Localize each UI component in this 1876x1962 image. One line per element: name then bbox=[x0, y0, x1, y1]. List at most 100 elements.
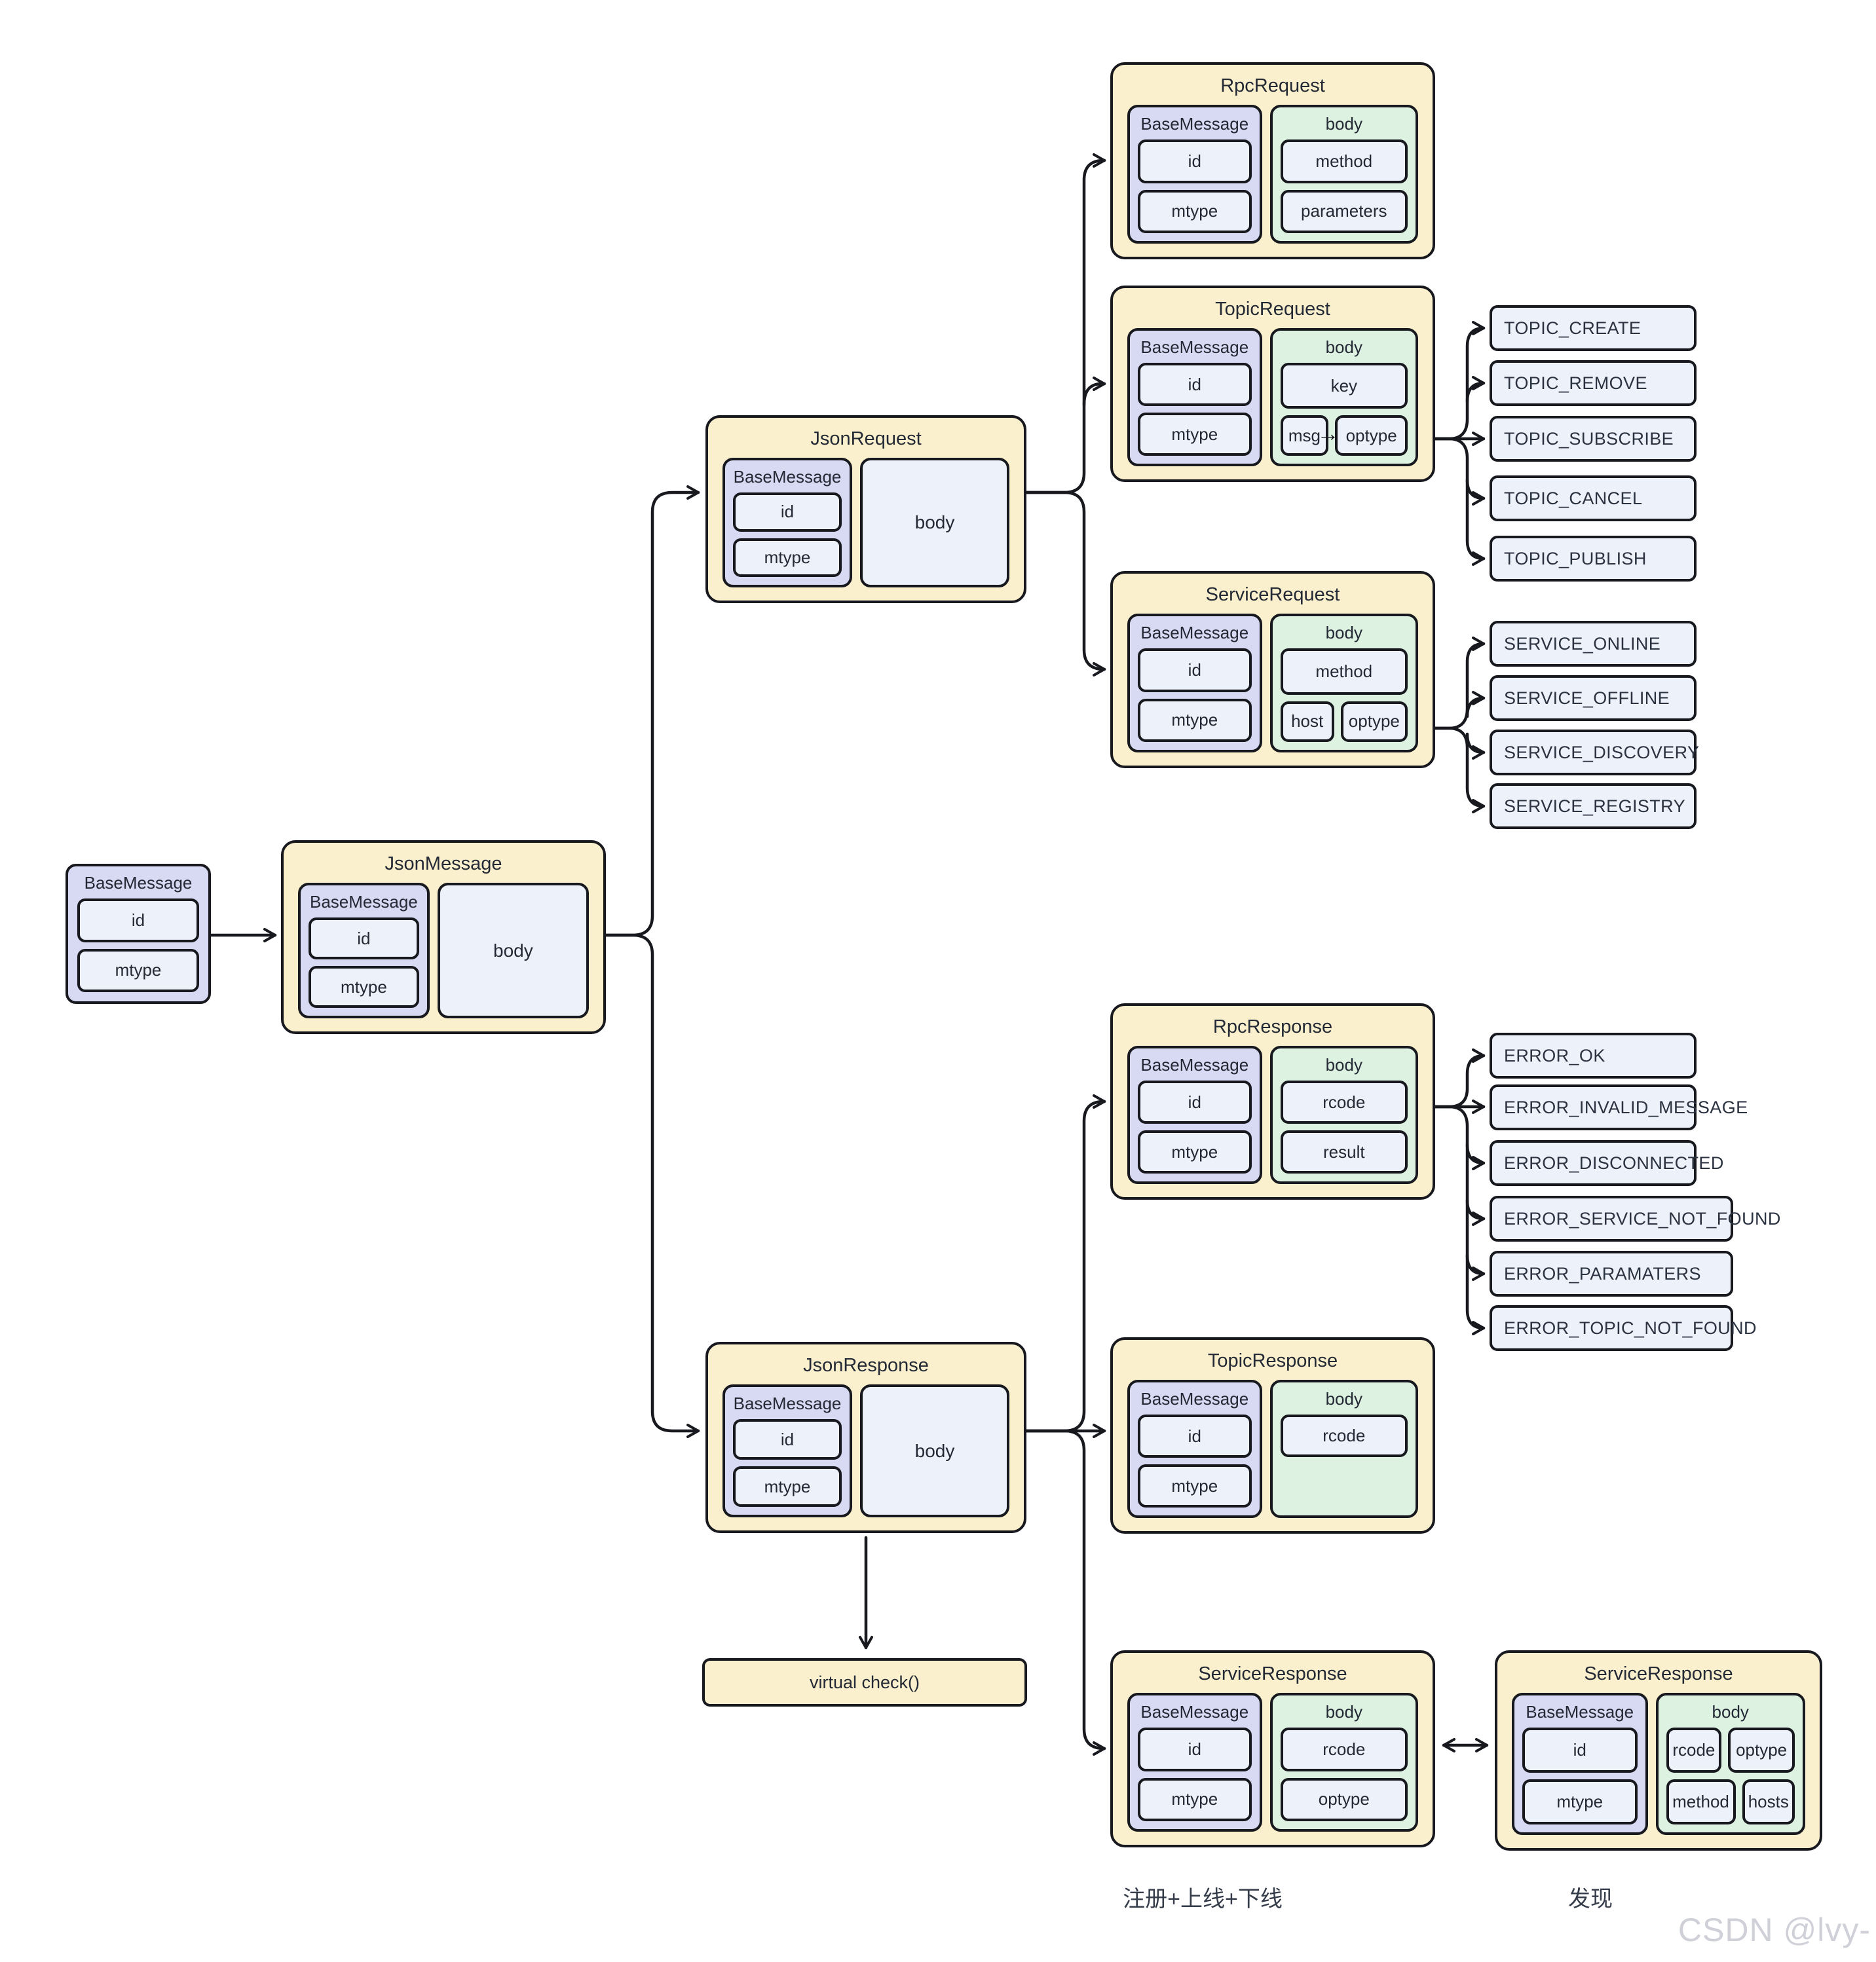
json-request-card: JsonRequest BaseMessage id mtype body bbox=[705, 415, 1026, 603]
connector-jsonmessage-to-jsonrequest bbox=[604, 485, 700, 937]
json-message-card: JsonMessage BaseMessage id mtype body bbox=[281, 840, 606, 1034]
field-mtype: mtype bbox=[1138, 1130, 1252, 1174]
body-subcard: body rcode bbox=[1269, 1380, 1418, 1518]
field-method: method bbox=[1280, 648, 1408, 695]
field-method: method bbox=[1280, 139, 1408, 183]
subcard-title: body bbox=[1325, 623, 1362, 642]
field-mtype: mtype bbox=[1138, 1464, 1252, 1508]
field-optype: optype bbox=[1728, 1728, 1795, 1773]
discover-label: 发现 bbox=[1568, 1887, 1613, 1912]
card-title: BaseMessage bbox=[84, 873, 193, 893]
enum-topic-subscribe: TOPIC_SUBSCRIBE bbox=[1490, 416, 1697, 462]
rpc-request-card: RpcRequest BaseMessage id mtype body met… bbox=[1110, 62, 1435, 259]
connector-jsonmessage-to-jsonresponse bbox=[604, 933, 700, 1438]
connector-jsonresponse-to-serviceresponse bbox=[1024, 1429, 1106, 1756]
card-title: JsonMessage bbox=[385, 853, 502, 874]
enum-topic-publish: TOPIC_PUBLISH bbox=[1490, 536, 1697, 582]
field-parameters: parameters bbox=[1280, 189, 1408, 233]
field-id: id bbox=[1138, 1415, 1252, 1458]
field-optype: optype bbox=[1340, 701, 1408, 742]
field-id: id bbox=[309, 917, 419, 959]
topic-response-card: TopicResponse BaseMessage id mtype body … bbox=[1110, 1337, 1435, 1534]
subcard-title: BaseMessage bbox=[1140, 1055, 1249, 1075]
subcard-title: body bbox=[1325, 337, 1362, 357]
base-message-card: BaseMessage id mtype bbox=[66, 864, 211, 1004]
field-id: id bbox=[733, 492, 842, 532]
card-title: ServiceResponse bbox=[1198, 1663, 1347, 1684]
base-message-subcard: BaseMessage id mtype bbox=[1512, 1693, 1648, 1835]
field-msg: msg bbox=[1280, 415, 1329, 456]
field-mtype: mtype bbox=[1138, 1777, 1252, 1821]
body-subcard: body rcode result bbox=[1269, 1046, 1418, 1184]
enum-error-disconnected: ERROR_DISCONNECTED bbox=[1490, 1140, 1723, 1186]
field-rcode: rcode bbox=[1280, 1081, 1408, 1124]
field-id: id bbox=[733, 1419, 842, 1460]
subcard-title: BaseMessage bbox=[1526, 1702, 1634, 1722]
body-subcard: body method parameters bbox=[1269, 105, 1418, 244]
subcard-title: body bbox=[1325, 114, 1362, 134]
field-hosts: hosts bbox=[1742, 1779, 1795, 1824]
card-title: RpcRequest bbox=[1220, 75, 1325, 96]
field-mtype: mtype bbox=[1138, 189, 1252, 233]
connector-topicoptype-to-topic-cancel bbox=[1465, 478, 1486, 506]
enum-service-discovery: SERVICE_DISCOVERY bbox=[1490, 730, 1699, 775]
enum-topic-remove: TOPIC_REMOVE bbox=[1490, 360, 1697, 406]
base-message-subcard: BaseMessage id mtype bbox=[1127, 614, 1262, 752]
base-message-subcard: BaseMessage id mtype bbox=[1127, 1693, 1262, 1832]
field-id: id bbox=[1138, 363, 1252, 406]
subcard-title: BaseMessage bbox=[733, 467, 842, 487]
csdn-watermark: CSDN @lvy- bbox=[1678, 1912, 1871, 1948]
enum-error-ok: ERROR_OK bbox=[1490, 1033, 1697, 1079]
base-message-subcard: BaseMessage id mtype bbox=[722, 458, 852, 587]
body-subcard: body key msg → optype bbox=[1269, 328, 1418, 466]
base-message-subcard: BaseMessage id mtype bbox=[1127, 105, 1262, 244]
field-mtype: mtype bbox=[77, 948, 199, 992]
field-mtype: mtype bbox=[733, 1466, 842, 1507]
service-response-card: ServiceResponse BaseMessage id mtype bod… bbox=[1110, 1650, 1435, 1847]
field-mtype: mtype bbox=[733, 538, 842, 577]
body-box: body bbox=[437, 883, 589, 1018]
enum-error-paramaters: ERROR_PARAMATERS bbox=[1490, 1251, 1733, 1297]
field-key: key bbox=[1280, 363, 1408, 409]
enum-topic-cancel: TOPIC_CANCEL bbox=[1490, 475, 1697, 521]
field-id: id bbox=[1522, 1728, 1638, 1773]
field-id: id bbox=[1138, 1728, 1252, 1771]
field-mtype: mtype bbox=[309, 966, 419, 1008]
service-response-discovery-card: ServiceResponse BaseMessage id mtype bod… bbox=[1495, 1650, 1822, 1851]
subcard-title: BaseMessage bbox=[1140, 1702, 1249, 1722]
field-result: result bbox=[1280, 1130, 1408, 1174]
subcard-title: BaseMessage bbox=[1140, 1389, 1249, 1409]
json-response-card: JsonResponse BaseMessage id mtype body bbox=[705, 1342, 1026, 1533]
body-subcard: body method host optype bbox=[1269, 614, 1418, 752]
service-request-card: ServiceRequest BaseMessage id mtype body… bbox=[1110, 571, 1435, 768]
subcard-title: body bbox=[1325, 1389, 1362, 1409]
connector-jsonrequest-to-rpcrequest bbox=[1024, 153, 1106, 494]
enum-topic-create: TOPIC_CREATE bbox=[1490, 305, 1697, 351]
connector-rcode-to-error-disconnected bbox=[1465, 1143, 1486, 1170]
field-optype: optype bbox=[1335, 415, 1408, 456]
connector-jsonresponse-to-rpcresponse bbox=[1024, 1094, 1106, 1433]
connector-serviceoptype-to-service-offline bbox=[1465, 691, 1486, 718]
topic-request-card: TopicRequest BaseMessage id mtype body k… bbox=[1110, 286, 1435, 482]
subcard-title: BaseMessage bbox=[310, 892, 418, 912]
field-method: method bbox=[1666, 1779, 1736, 1824]
subcard-title: body bbox=[1712, 1702, 1749, 1722]
body-subcard: body rcode optype method hosts bbox=[1655, 1693, 1805, 1835]
subcard-title: body bbox=[1325, 1702, 1362, 1722]
body-box: body bbox=[860, 1384, 1009, 1517]
field-mtype: mtype bbox=[1138, 413, 1252, 456]
card-title: RpcResponse bbox=[1212, 1016, 1333, 1037]
enum-service-registry: SERVICE_REGISTRY bbox=[1490, 783, 1697, 829]
field-mtype: mtype bbox=[1138, 698, 1252, 742]
virtual-check-box: virtual check() bbox=[702, 1658, 1027, 1707]
field-id: id bbox=[1138, 648, 1252, 692]
enum-service-online: SERVICE_ONLINE bbox=[1490, 621, 1697, 667]
base-message-subcard: BaseMessage id mtype bbox=[722, 1384, 852, 1517]
connector-jsonrequest-to-servicerequest bbox=[1024, 490, 1106, 676]
base-message-subcard: BaseMessage id mtype bbox=[298, 883, 430, 1018]
subcard-title: BaseMessage bbox=[1140, 623, 1249, 642]
connector-rcode-to-error-paramaters bbox=[1465, 1253, 1486, 1281]
base-message-subcard: BaseMessage id mtype bbox=[1127, 328, 1262, 466]
enum-error-service-not-found: ERROR_SERVICE_NOT_FOUND bbox=[1490, 1196, 1780, 1242]
subcard-title: BaseMessage bbox=[733, 1394, 842, 1413]
